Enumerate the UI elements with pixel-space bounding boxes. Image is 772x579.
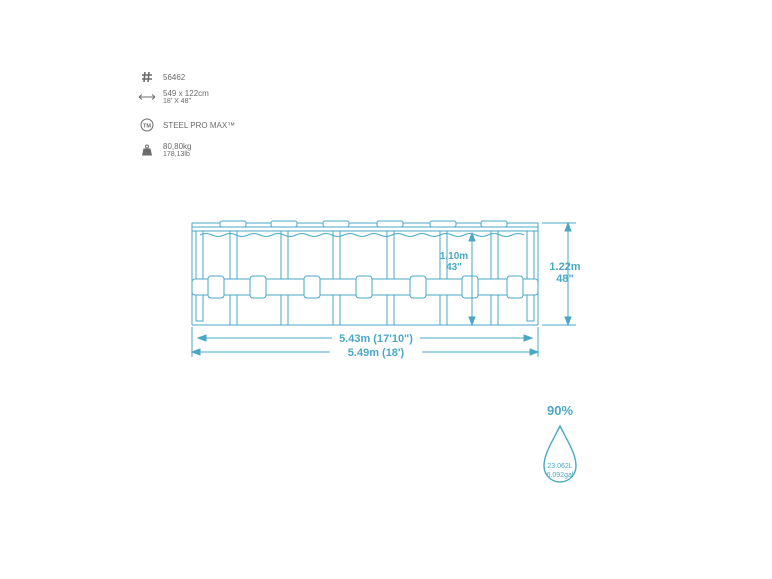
inner-height-in: 43" (446, 262, 462, 273)
hash-icon (136, 68, 158, 86)
outer-height-m: 1.22m (549, 261, 580, 273)
pool-frame (191, 220, 539, 326)
double-arrow-icon (136, 88, 158, 106)
product-line: STEEL PRO MAX™ (163, 120, 236, 130)
size-metric: 549 x 122cm (163, 88, 209, 98)
svg-text:TM: TM (143, 123, 151, 129)
water-capacity-gallons: 6.092gal (547, 472, 574, 479)
water-capacity-liters: 23.062L (547, 463, 572, 470)
spec-size: 549 x 122cm 18' X 48'' (136, 88, 209, 106)
water-drop-icon (543, 424, 577, 483)
weight-imperial: 178,13lb (163, 150, 190, 158)
water-capacity-badge: 90% 23.062L 6.092gal (543, 403, 577, 483)
post-caps (219, 220, 508, 228)
pool-frame-diagram: 1.10m 43" 1.22m 48" 5.43m (17'10") 5.49m… (190, 220, 581, 359)
inner-width-dimension (196, 334, 534, 342)
size-imperial: 18' X 48'' (163, 97, 192, 105)
outer-height-in: 48" (556, 273, 573, 285)
outer-width: 5.49m (18') (348, 347, 405, 359)
inner-width: 5.43m (17'10") (339, 333, 413, 345)
spec-brand: TM STEEL PRO MAX™ (136, 116, 235, 134)
inner-height-m: 1.10m (440, 251, 468, 262)
water-fill-percent: 90% (547, 403, 573, 418)
spec-weight: 80,80kg 178,13lb (136, 141, 191, 159)
spec-model: 56462 (136, 68, 185, 86)
outer-height-dimension (542, 221, 576, 327)
weight-metric: 80,80kg (163, 141, 192, 151)
model-number: 56462 (163, 72, 186, 82)
weight-icon (136, 141, 158, 159)
belt-joints (207, 275, 524, 299)
trademark-icon: TM (136, 116, 158, 134)
outer-width-dimension (190, 327, 540, 357)
water-line (199, 233, 525, 237)
inner-height-dimension (468, 231, 476, 327)
